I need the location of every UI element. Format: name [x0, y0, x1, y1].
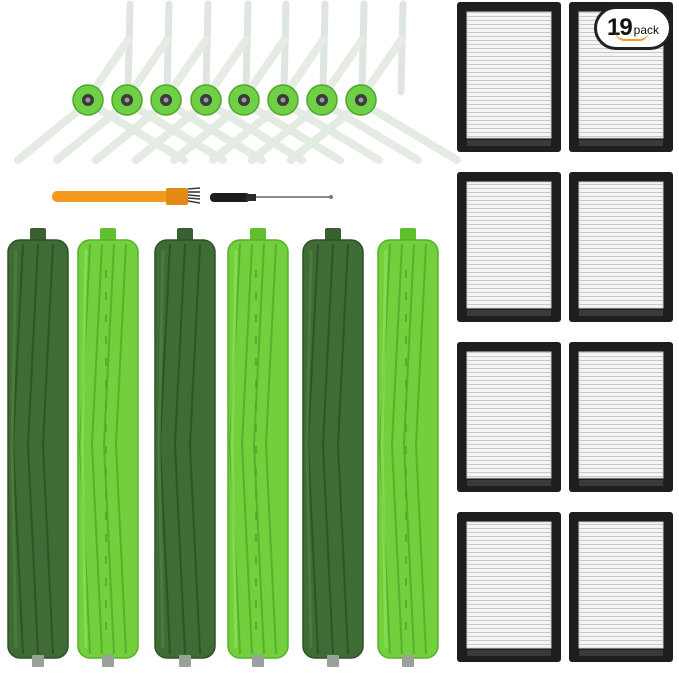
- filter-icon: [569, 172, 673, 322]
- filter-icon: [457, 2, 561, 152]
- filter-icon: [569, 342, 673, 492]
- roller-brush-icon: [154, 228, 216, 667]
- roller-brush-icon: [7, 228, 69, 667]
- cleaning-brush-tool-icon: [52, 187, 201, 205]
- roller-brush-icon: [377, 228, 439, 667]
- side-brush-icon: [92, 0, 266, 164]
- roller-brush-icon: [302, 228, 364, 667]
- filter-icon: [457, 512, 561, 662]
- roller-brush-icon: [77, 228, 139, 667]
- roller-brush-icon: [227, 228, 289, 667]
- filter-group: [457, 2, 673, 662]
- filter-icon: [457, 342, 561, 492]
- screwdriver-icon: [210, 193, 333, 202]
- filter-icon: [457, 172, 561, 322]
- filter-icon: [569, 512, 673, 662]
- pack-count-badge: 19 pack: [594, 6, 672, 50]
- side-brush-icon: [287, 0, 461, 164]
- roller-brush-group: [7, 228, 439, 667]
- side-brush-icon: [132, 0, 306, 164]
- smile-arrow-icon: [615, 31, 649, 41]
- side-brush-group: [14, 0, 461, 164]
